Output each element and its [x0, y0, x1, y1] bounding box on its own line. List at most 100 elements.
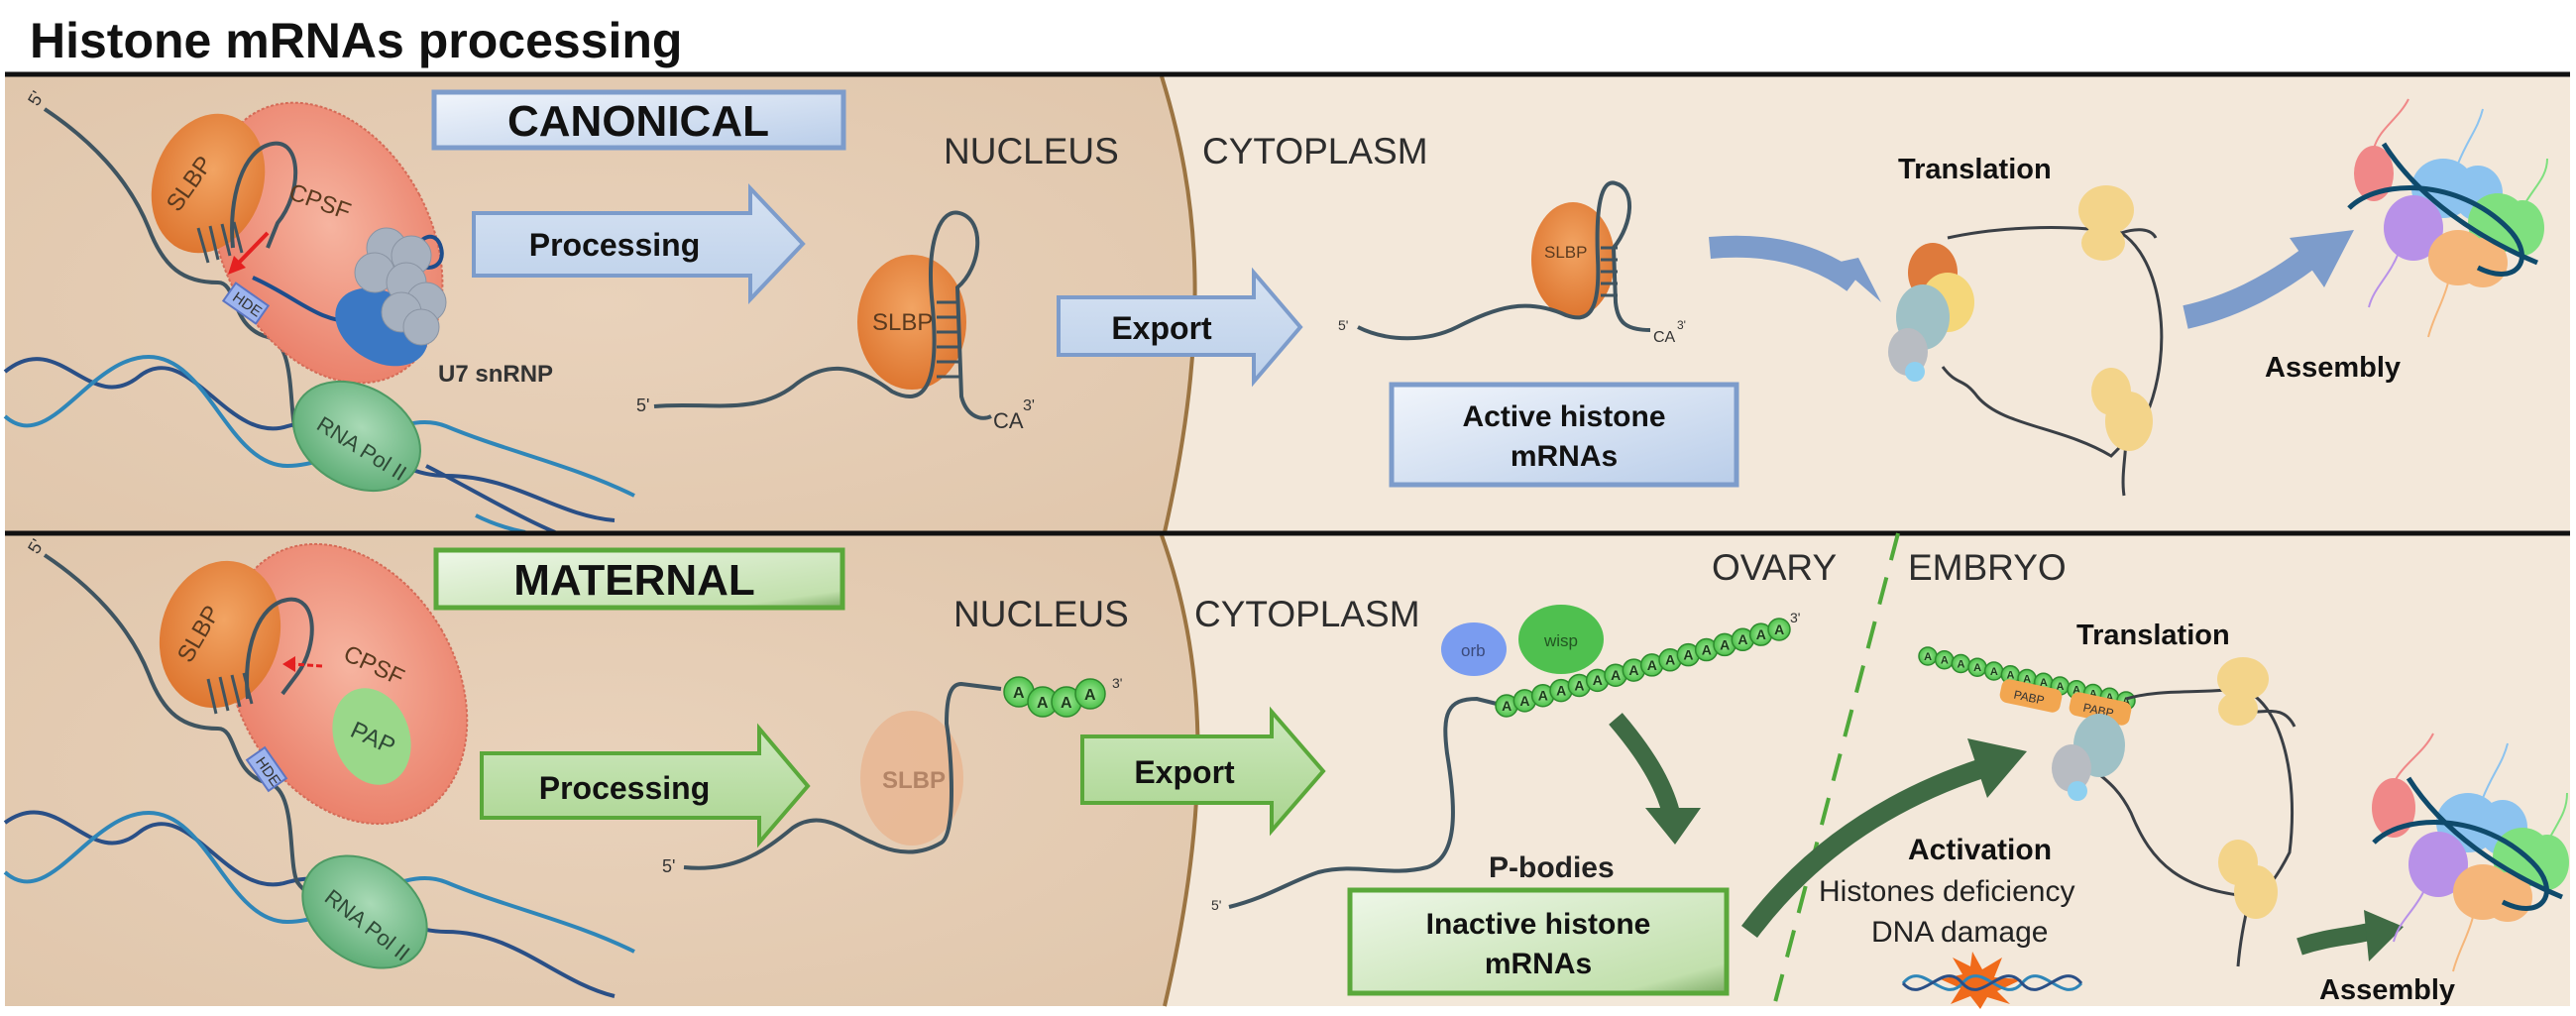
active-box-line2: mRNAs — [1511, 440, 1618, 473]
maternal-title: MATERNAL — [513, 556, 755, 605]
poly-a-letter: A — [1924, 651, 1932, 663]
poly-a-letter: A — [1702, 641, 1712, 657]
poly-a-letter: A — [1574, 677, 1584, 693]
poly-a-letter: A — [2023, 673, 2031, 685]
slbp-protein — [159, 560, 281, 709]
hde-element — [221, 282, 271, 325]
export-label: Export — [1111, 310, 1212, 346]
poly-a-letter: A — [2105, 692, 2113, 704]
poly-a-letter: A — [1720, 636, 1730, 652]
rna-pol-ii — [301, 854, 428, 969]
poly-a-letter: A — [1013, 685, 1025, 702]
nuclear-envelope — [1160, 75, 1197, 533]
canonical-panel: 5' CPSF SLBP HDE U7 snRNP RNA Pol — [3, 71, 2570, 534]
assembly-label: Assembly — [2265, 352, 2401, 384]
sm-ring — [354, 227, 447, 346]
five-prime-label: 5' — [1211, 897, 1221, 913]
hde-element — [245, 745, 288, 793]
poly-a-letter: A — [2122, 696, 2130, 708]
poly-a-letter: A — [1556, 683, 1566, 699]
to-assembly-arrowhead — [2290, 230, 2354, 287]
active-histone-box — [1389, 382, 1739, 488]
poly-a-letter: A — [1737, 631, 1747, 647]
embryo-label: EMBRYO — [1908, 547, 2067, 588]
poly-a-letter: A — [1941, 655, 1949, 667]
poly-a-letter: A — [2040, 677, 2048, 689]
orb-protein — [1441, 622, 1507, 676]
poly-a-letter: A — [1037, 695, 1049, 712]
pabp-label: PABP — [2013, 688, 2046, 708]
poly-a-letter: A — [1774, 621, 1784, 637]
wisp-protein — [1518, 605, 1604, 674]
processing-label: Processing — [529, 227, 701, 263]
stem-loop — [245, 597, 314, 700]
translation-label: Translation — [1898, 154, 2052, 185]
nucleosome — [2372, 733, 2569, 972]
nucleus-label: NUCLEUS — [944, 131, 1119, 171]
poly-a-letter: A — [1593, 672, 1603, 688]
cytoplasmic-mrna — [1228, 696, 1498, 909]
slbp-bound — [857, 255, 966, 390]
to-assembly-arrow — [2296, 923, 2372, 956]
poly-a-letter: A — [1538, 688, 1548, 704]
to-translation-arrow — [1709, 235, 1860, 291]
cleavage-arrow — [291, 662, 323, 668]
activation-arrow — [1741, 758, 1986, 939]
dna-helix — [3, 810, 635, 998]
rna-pol-ii — [292, 380, 421, 493]
slbp-cytoplasm — [1531, 202, 1615, 317]
five-prime-label: 5' — [636, 395, 649, 415]
cleavage-arrowhead — [282, 656, 295, 672]
poly-a-letter: A — [2056, 681, 2064, 693]
ca-label: CA — [1653, 329, 1676, 346]
to-assembly-arrowhead — [2364, 910, 2404, 961]
stem-base-pairs — [196, 221, 244, 264]
polysome — [2052, 657, 2296, 967]
poly-a-letter: A — [1683, 647, 1693, 663]
export-arrow — [1057, 267, 1303, 388]
cleavage-arrowhead — [228, 256, 246, 275]
ovary-embryo-divider — [1772, 532, 1900, 1007]
stem-bars-cyto — [1601, 246, 1618, 297]
poly-a-letter: A — [2089, 688, 2097, 700]
poly-a-letter: A — [1611, 667, 1621, 683]
canonical-title-box — [431, 89, 846, 151]
p-bodies-label: P-bodies — [1489, 851, 1615, 884]
u7-snrnp-label: U7 snRNP — [438, 361, 553, 388]
stem-base-pairs — [206, 672, 254, 715]
dna-helix — [3, 354, 635, 534]
factor-blue — [1905, 362, 1925, 382]
poly-a-letter: A — [2006, 670, 2014, 682]
histones-deficiency-label: Histones deficiency — [1819, 875, 2074, 908]
five-prime-label: 5' — [1338, 317, 1348, 333]
inactive-box-line2: mRNAs — [1485, 948, 1592, 980]
to-pbodies-arrowhead — [1645, 808, 1701, 845]
three-prime-label: 3' — [1677, 318, 1686, 332]
poly-a-letter: A — [1647, 657, 1657, 673]
cytoplasm-label: CYTOPLASM — [1194, 594, 1420, 634]
pre-mrna-strand — [43, 553, 338, 909]
pap-protein — [332, 688, 411, 785]
slbp-released-label: SLBP — [882, 767, 946, 794]
slbp-bound-label: SLBP — [872, 309, 933, 336]
ribosome-small — [2081, 225, 2125, 261]
slbp-cytoplasm-label: SLBP — [1544, 243, 1587, 262]
stem-loop — [230, 141, 298, 249]
maternal-title-box — [433, 547, 845, 611]
export-label: Export — [1134, 754, 1235, 790]
pabp-proteins: PABP PABP — [1999, 679, 2132, 726]
nucleosome — [2347, 98, 2548, 338]
to-translation-arrowhead — [1836, 258, 1881, 302]
three-prime-label: 3' — [1023, 397, 1035, 414]
three-prime-label: 3' — [1790, 610, 1800, 625]
processing-arrow — [480, 723, 811, 848]
poly-a-letter: A — [1502, 698, 1512, 714]
poly-a-letter: A — [1061, 695, 1072, 712]
figure-title: Histone mRNAs processing — [30, 13, 682, 68]
slbp-protein — [151, 113, 266, 254]
dna-damage-icon — [1901, 952, 2083, 1009]
cytoplasm-label: CYTOPLASM — [1202, 131, 1428, 171]
inactive-box-line1: Inactive histone — [1426, 908, 1651, 941]
